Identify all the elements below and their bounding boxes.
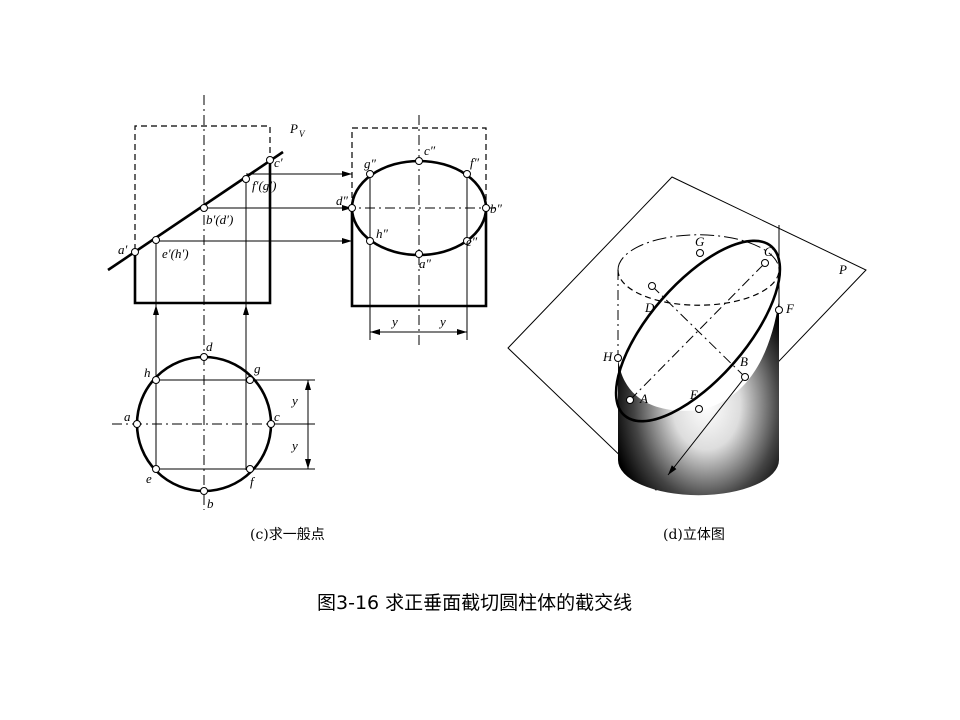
point-label: e″ (466, 234, 478, 249)
cutting-plane-p (507, 176, 867, 491)
removed-part-outline (134, 125, 271, 250)
point-label: E (689, 387, 698, 402)
point-label: A (639, 391, 648, 406)
point-label: C (764, 244, 773, 259)
dimension-label: y (290, 393, 298, 408)
point-label: g (254, 361, 261, 376)
dimension-label: y (290, 438, 298, 453)
plane-label: P (289, 121, 298, 136)
figure-caption: 图3-16 求正垂面截切圆柱体的截交线 (317, 592, 632, 614)
point-label: H (602, 349, 613, 364)
dimension-label: y (390, 314, 398, 329)
point-label: a″ (419, 256, 432, 271)
section-ellipse-3d (614, 239, 782, 423)
point-label: e′(h′) (162, 246, 189, 261)
point-label: f″ (470, 155, 480, 170)
point-label: e (146, 471, 152, 486)
plane-label: P (838, 262, 847, 277)
side-view: y y c″ g″ f″ d″ b″ h″ e″ a″ (336, 115, 503, 345)
point-label: h″ (376, 226, 389, 241)
point-label: D (644, 300, 655, 315)
point-label: F (785, 301, 795, 316)
point-label: h (144, 365, 151, 380)
point-label: B (740, 354, 748, 369)
cylinder-outline (133, 160, 272, 305)
point-label: b (207, 496, 214, 511)
top-view: y y d h g a c e f b (112, 339, 315, 511)
point-label: f′(g′) (252, 178, 276, 193)
point-label: d″ (336, 193, 349, 208)
point-label: c (274, 409, 280, 424)
point-label: c′ (274, 155, 283, 170)
point-label: b″ (490, 201, 503, 216)
point-label: d (206, 339, 213, 354)
dimension-label: y (438, 314, 446, 329)
caption-right: (d)立体图 (663, 527, 725, 543)
point-label: g″ (364, 156, 377, 171)
caption-left: (c)求一般点 (250, 527, 325, 543)
point-label: G (695, 234, 705, 249)
point-label: a′ (118, 242, 128, 257)
front-view: P V a′ e′(h′) b′(d′) f′(g′) c′ (107, 95, 352, 510)
point-label: c″ (424, 143, 436, 158)
point-label: a (124, 409, 131, 424)
point-label: b′(d′) (206, 212, 233, 227)
point-label: f (250, 474, 256, 489)
plane-subscript: V (299, 129, 306, 139)
iso-view: P G C D F H B A E (507, 176, 867, 496)
